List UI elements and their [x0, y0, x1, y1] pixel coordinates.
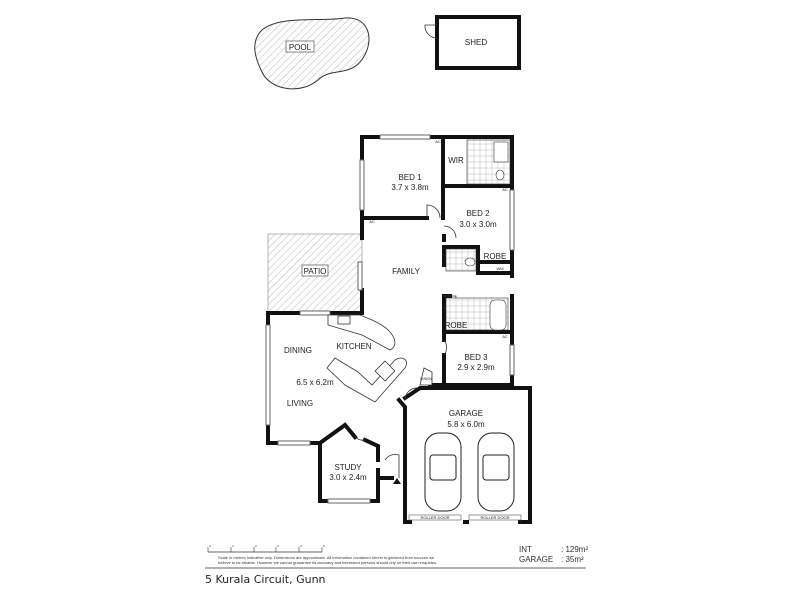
wet-areas: [445, 139, 511, 331]
linen-label: LINEN: [420, 376, 432, 381]
kitchen-counters: [326, 314, 433, 403]
pool: POOL: [254, 17, 370, 90]
study-size: 3.0 x 2.4m: [329, 473, 367, 482]
wm-label: WM: [496, 266, 503, 271]
kitchen-label: KITCHEN: [336, 342, 371, 351]
patio: PATIO: [267, 233, 363, 314]
svg-text:AC: AC: [435, 139, 441, 144]
bed3-size: 2.9 x 2.9m: [457, 363, 495, 372]
family-label: FAMILY: [392, 267, 421, 276]
disclaimer-line-1: Scale in metres Indicative only. Dimensi…: [218, 555, 435, 560]
svg-text:2: 2: [255, 544, 257, 548]
bed1-label: BED 1: [398, 173, 422, 182]
living-size: 6.5 x 6.2m: [296, 378, 334, 387]
study-label: STUDY: [334, 463, 362, 472]
svg-text:3: 3: [277, 544, 279, 548]
disclaimer: Scale in metres Indicative only. Dimensi…: [218, 555, 437, 565]
bed1-size: 3.7 x 3.8m: [391, 183, 429, 192]
disclaimer-line-2: believe to be reliable. However we canno…: [218, 560, 438, 565]
svg-text:1: 1: [232, 544, 234, 548]
garage-label: GARAGE: [449, 409, 483, 418]
wir-label: WIR: [448, 156, 464, 165]
cars: [424, 432, 515, 512]
svg-text:0: 0: [209, 544, 211, 548]
area-row-int: INT: 129m²: [519, 545, 589, 554]
bed2-size: 3.0 x 3.0m: [459, 220, 497, 229]
entry-arrow-icon: [393, 478, 401, 484]
room-labels: BED 1 3.7 x 3.8m WIR BED 2 3.0 x 3.0m RO…: [284, 156, 506, 482]
scale-bar: 0 1 2 3 4 5: [207, 544, 325, 553]
garage-size: 5.8 x 6.0m: [447, 420, 485, 429]
svg-text:AC: AC: [502, 334, 508, 339]
svg-text:AC: AC: [369, 219, 375, 224]
svg-text:4: 4: [300, 544, 302, 548]
robe2-label: ROBE: [445, 321, 468, 330]
robe1-label: ROBE: [484, 252, 507, 261]
roller-door-left-label: ROLLER DOOR: [420, 515, 449, 520]
patio-label: PATIO: [304, 267, 327, 276]
area-row-garage: GARAGE: 35m²: [519, 555, 584, 564]
shed-label: SHED: [465, 38, 487, 47]
windows: [265, 134, 515, 504]
pool-label: POOL: [289, 43, 312, 52]
svg-text:5: 5: [323, 544, 325, 548]
roller-door-right-label: ROLLER DOOR: [480, 515, 509, 520]
property-address: 5 Kurala Circuit, Gunn: [205, 573, 326, 586]
ac-units: AC AC AC AC: [369, 139, 508, 339]
roller-doors: ROLLER DOOR ROLLER DOOR: [408, 514, 522, 521]
dining-label: DINING: [284, 346, 312, 355]
living-label: LIVING: [287, 399, 313, 408]
bed3-label: BED 3: [464, 353, 488, 362]
bed2-label: BED 2: [466, 209, 490, 218]
svg-text:AC: AC: [502, 187, 508, 192]
shed: SHED: [424, 15, 521, 70]
area-summary: INT: 129m² GARAGE: 35m²: [519, 545, 588, 565]
